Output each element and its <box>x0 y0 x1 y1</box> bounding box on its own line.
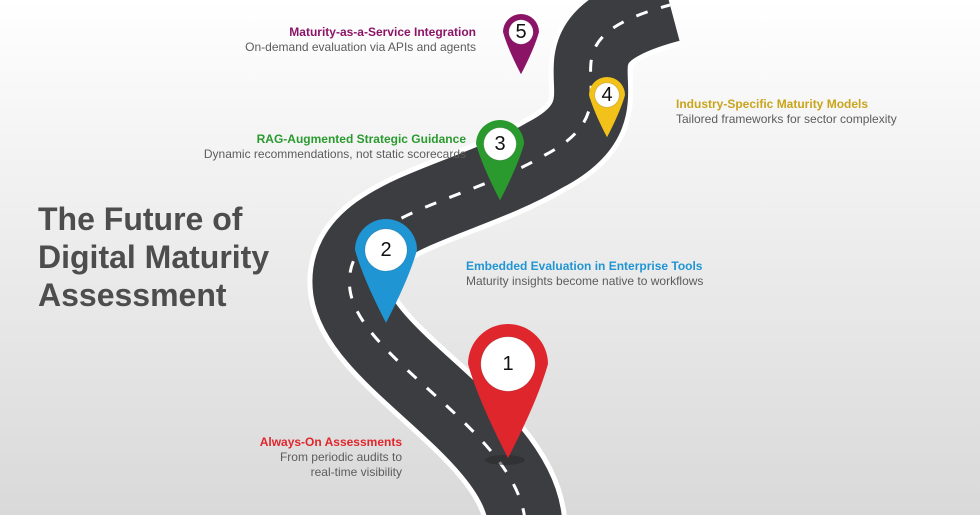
pin-shadow <box>485 455 525 465</box>
pin-badge <box>483 127 517 161</box>
pin-badge <box>480 336 536 392</box>
step-2-callout: Embedded Evaluation in Enterprise Tools … <box>466 259 703 289</box>
pin-badge <box>594 82 620 108</box>
map-pin-4: 4 <box>589 77 625 138</box>
step-description: real-time visibility <box>310 465 402 479</box>
step-description: From periodic audits to <box>279 450 402 464</box>
pin-badge <box>508 19 534 45</box>
pin-badge <box>364 228 408 272</box>
step-heading: Industry-Specific Maturity Models <box>676 97 869 111</box>
step-description: Dynamic recommendations, not static scor… <box>203 147 466 161</box>
pin-number: 4 <box>601 84 612 106</box>
page-title: The Future of Digital Maturity Assessmen… <box>38 200 269 314</box>
step-heading: RAG-Augmented Strategic Guidance <box>256 132 466 146</box>
pin-number: 3 <box>494 133 505 155</box>
title-line: The Future of <box>38 201 243 237</box>
step-3-callout: RAG-Augmented Strategic Guidance Dynamic… <box>204 132 466 162</box>
step-heading: Embedded Evaluation in Enterprise Tools <box>466 259 703 273</box>
map-pin-1: 1 <box>468 324 548 458</box>
title-line: Digital Maturity <box>38 239 270 275</box>
step-description: Tailored frameworks for sector complexit… <box>676 112 897 126</box>
step-heading: Always-On Assessments <box>259 435 402 449</box>
pin-number: 2 <box>380 239 391 261</box>
step-description: Maturity insights become native to workf… <box>466 274 704 288</box>
map-pin-3: 3 <box>476 120 524 201</box>
pin-number: 1 <box>502 353 513 375</box>
step-heading: Maturity-as-a-Service Integration <box>289 25 476 39</box>
map-pin-2: 2 <box>355 219 417 323</box>
step-5-callout: Maturity-as-a-Service Integration On-dem… <box>245 25 476 55</box>
step-4-callout: Industry-Specific Maturity Models Tailor… <box>676 97 897 127</box>
step-1-callout: Always-On Assessments From periodic audi… <box>260 435 402 480</box>
road-centerline <box>348 3 671 515</box>
map-pin-5: 5 <box>503 14 539 75</box>
pin-number: 5 <box>515 21 526 43</box>
title-line: Assessment <box>38 277 227 313</box>
step-description: On-demand evaluation via APIs and agents <box>245 40 476 54</box>
